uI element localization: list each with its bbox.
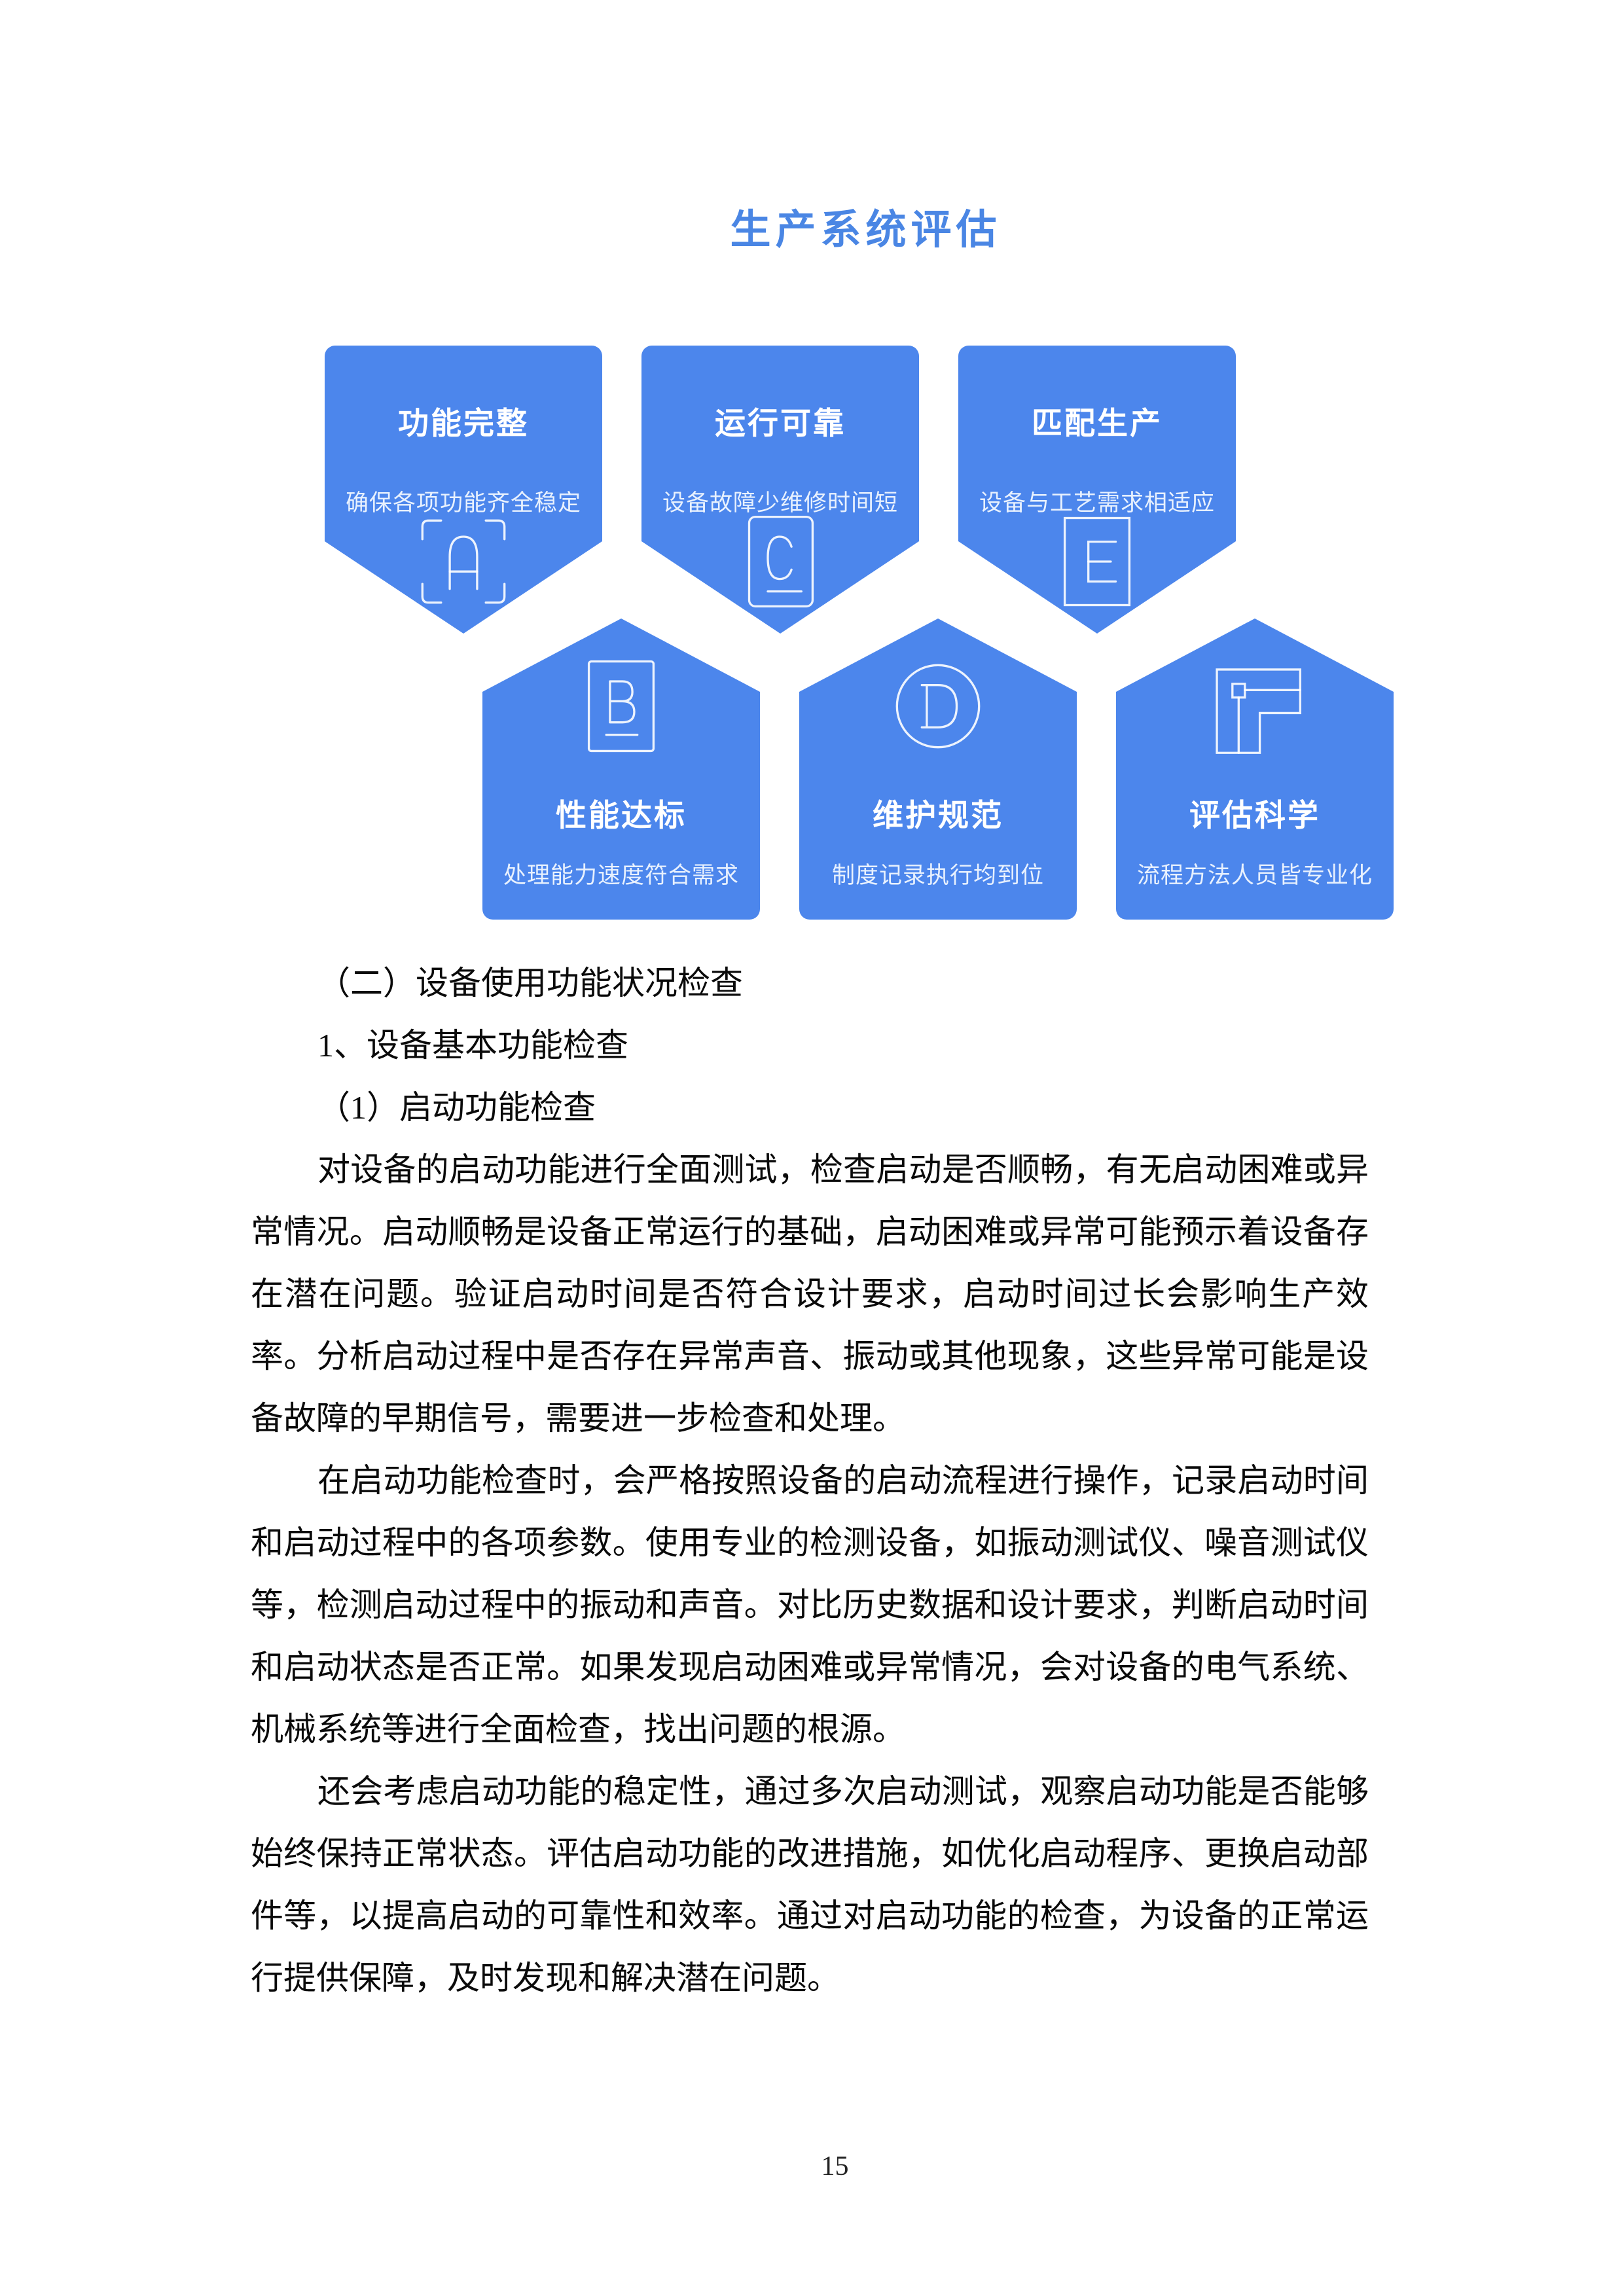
paragraph-line: 机械系统等进行全面检查，找出问题的根源。	[251, 1711, 905, 1748]
house-up-shape	[1116, 619, 1394, 920]
card-subtitle: 流程方法人员皆专业化	[1136, 863, 1373, 888]
card-subtitle: 制度记录执行均到位	[831, 863, 1044, 888]
heading-section: （二）设备使用功能状况检查	[317, 965, 743, 1001]
paragraph-line: 在潜在问题。验证启动时间是否符合设计要求，启动时间过长会影响生产效	[251, 1276, 1369, 1312]
hex-card-operational-reliability: 运行可靠 设备故障少维修时间短	[641, 346, 919, 634]
card-subtitle: 处理能力速度符合需求	[503, 863, 739, 888]
body-text: （二）设备使用功能状况检查 1、设备基本功能检查 （1）启动功能检查 对设备的启…	[251, 952, 1369, 2009]
rounded-square-c-icon	[731, 512, 830, 611]
page-number: 15	[821, 2151, 849, 2181]
paragraph-line: 行提供保障，及时发现和解决潜在问题。	[251, 1960, 840, 1996]
hex-card-functional-completeness: 功能完整 确保各项功能齐全稳定	[325, 346, 602, 634]
badge-down-shape	[325, 346, 602, 634]
hex-card-production-match: 匹配生产 设备与工艺需求相适应	[958, 346, 1236, 634]
card-title: 功能完整	[398, 406, 529, 440]
badge-down-shape	[958, 346, 1236, 634]
card-title: 匹配生产	[1032, 406, 1163, 440]
card-subtitle: 确保各项功能齐全稳定	[345, 490, 581, 516]
paragraph: 对设备的启动功能进行全面测试，检查启动是否顺畅，有无启动困难或异 常情况。启动顺…	[251, 1139, 1369, 1450]
paragraph-line: 等，检测启动过程中的振动和声音。对比历史数据和设计要求，判断启动时间	[251, 1587, 1369, 1623]
paragraph-line: 和启动状态是否正常。如果发现启动困难或异常情况，会对设备的电气系统、	[251, 1649, 1369, 1685]
paragraph-line: 还会考虑启动功能的稳定性，通过多次启动测试，观察启动功能是否能够	[317, 1773, 1369, 1810]
square-b-icon	[571, 656, 671, 756]
heading-item: （1）启动功能检查	[317, 1089, 596, 1126]
paragraph: 还会考虑启动功能的稳定性，通过多次启动测试，观察启动功能是否能够 始终保持正常状…	[251, 1761, 1369, 2009]
house-up-shape	[799, 619, 1077, 920]
card-title: 性能达标	[556, 798, 687, 833]
card-title: 评估科学	[1189, 798, 1320, 833]
square-e-icon	[1047, 512, 1147, 611]
paragraph-line: 常情况。启动顺畅是设备正常运行的基础，启动困难或异常可能预示着设备存	[251, 1213, 1369, 1250]
paragraph-line: 在启动功能检查时，会严格按照设备的启动流程进行操作，记录启动时间	[317, 1462, 1369, 1499]
badge-down-shape	[641, 346, 919, 634]
paragraph-line: 率。分析启动过程中是否存在异常声音、振动或其他现象，这些异常可能是设	[251, 1338, 1369, 1374]
card-subtitle: 设备与工艺需求相适应	[979, 490, 1215, 516]
hex-card-performance-standard: 性能达标 处理能力速度符合需求	[482, 619, 760, 920]
flag-f-icon	[1205, 656, 1305, 756]
paragraph-line: 件等，以提高启动的可靠性和效率。通过对启动功能的检查，为设备的正常运	[251, 1897, 1369, 1934]
house-up-shape	[482, 619, 760, 920]
paragraph: 在启动功能检查时，会严格按照设备的启动流程进行操作，记录启动时间 和启动过程中的…	[251, 1450, 1369, 1761]
paragraph-line: 对设备的启动功能进行全面测试，检查启动是否顺畅，有无启动困难或异	[317, 1151, 1369, 1188]
circle-d-icon	[888, 656, 988, 756]
paragraph-line: 备故障的早期信号，需要进一步检查和处理。	[251, 1400, 905, 1437]
paragraph-line: 和启动过程中的各项参数。使用专业的检测设备，如振动测试仪、噪音测试仪	[251, 1524, 1369, 1561]
card-subtitle: 设备故障少维修时间短	[662, 490, 898, 516]
paragraph-line: 始终保持正常状态。评估启动功能的改进措施，如优化启动程序、更换启动部	[251, 1835, 1369, 1872]
card-title: 维护规范	[873, 798, 1003, 833]
card-title: 运行可靠	[715, 406, 846, 440]
viewfinder-a-icon	[414, 512, 513, 611]
page-title: 生产系统评估	[730, 207, 1001, 253]
hex-card-scientific-evaluation: 评估科学 流程方法人员皆专业化	[1116, 619, 1394, 920]
hex-card-maintenance-standard: 维护规范 制度记录执行均到位	[799, 619, 1077, 920]
heading-subsection: 1、设备基本功能检查	[317, 1027, 628, 1064]
